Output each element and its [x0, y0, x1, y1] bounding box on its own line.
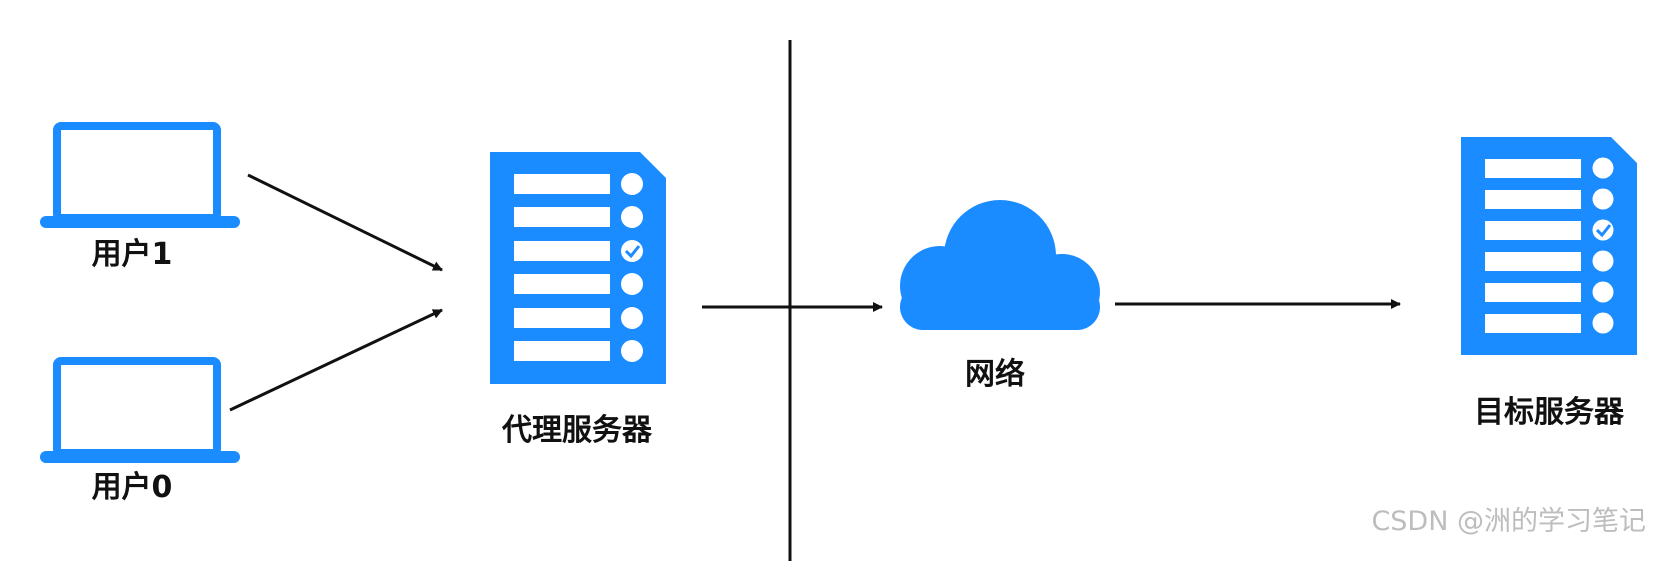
laptop-icon [40, 122, 240, 228]
node-label-network: 网络 [965, 357, 1025, 392]
server-icon [490, 152, 666, 384]
node-label-proxy-server: 代理服务器 [501, 413, 653, 448]
node-label-user1: 用户1 [92, 237, 173, 272]
cloud-icon [900, 200, 1100, 330]
server-icon [1461, 137, 1637, 355]
edge-user0-to-proxy [229, 308, 443, 412]
laptop-icon [40, 357, 240, 463]
node-label-target-server: 目标服务器 [1474, 395, 1625, 430]
node-label-user0: 用户0 [92, 470, 173, 505]
watermark-text: CSDN @洲的学习笔记 [1371, 506, 1646, 537]
edge-user1-to-proxy [247, 173, 443, 272]
